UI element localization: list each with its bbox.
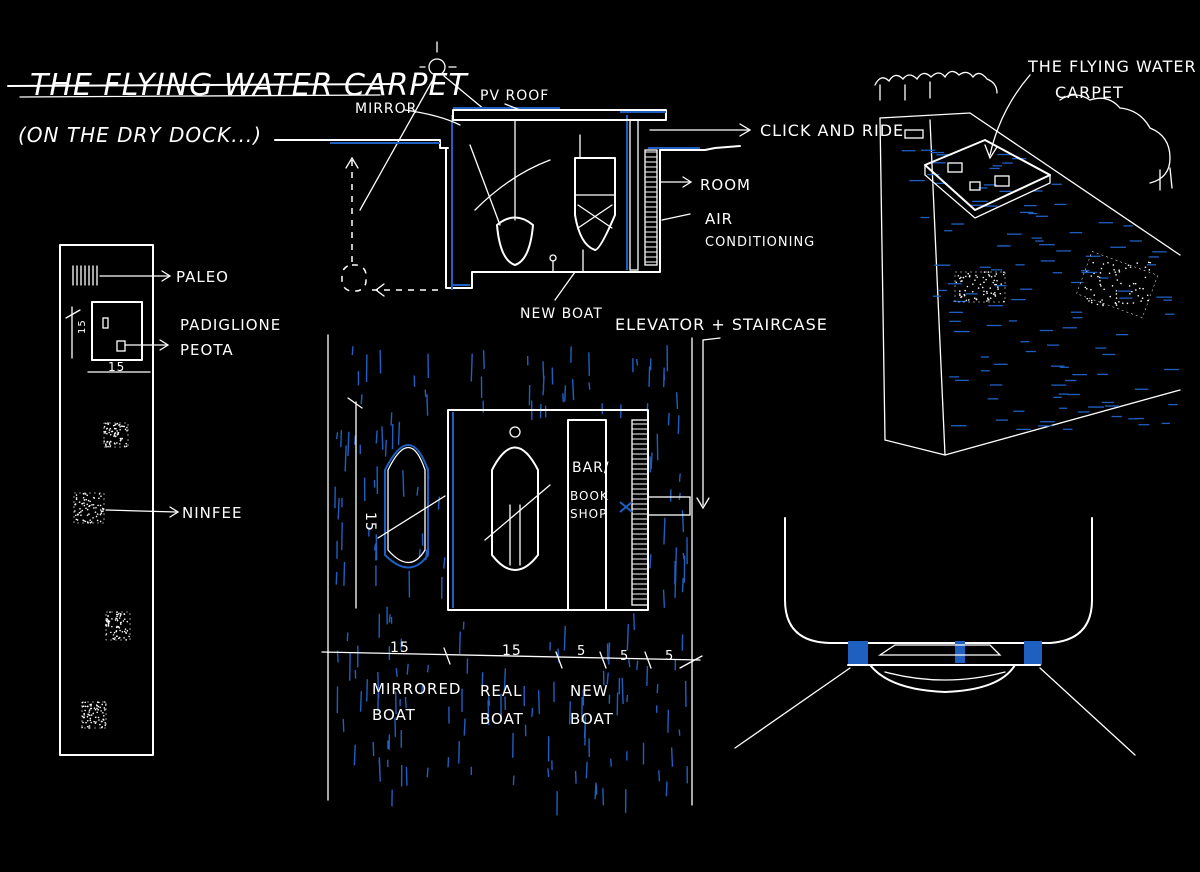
label-new-boat-plan: BOAT <box>570 710 614 728</box>
title-block: THE FLYING WATER CARPET (ON THE DRY DOCK… <box>7 68 468 147</box>
label-real: REAL <box>480 682 523 700</box>
site-strip-plan: PALEO PADIGLIONE PEOTA 15 15 NINFEE <box>59 244 1152 756</box>
section-drawing: PV ROOF MIRROR CLICK AND RIDE ROOM AIR C… <box>274 41 904 334</box>
label-new: NEW <box>570 682 609 700</box>
sun-icon <box>428 58 446 76</box>
perspective-water <box>901 149 1180 430</box>
plan-drawing: BAR/ BOOK SHOP 15 15 15 5 5 <box>321 334 721 816</box>
sketch-subtitle: (ON THE DRY DOCK...) <box>18 123 262 147</box>
label-padiglione: PADIGLIONE <box>180 316 281 334</box>
label-air: AIR <box>705 210 733 228</box>
label-elevator: ELEVATOR + STAIRCASE <box>615 315 828 334</box>
water-hatching <box>334 345 689 816</box>
label-peota: PEOTA <box>180 341 234 359</box>
dim-new-a: 5 <box>577 644 586 659</box>
persp-title-2: CARPET <box>1055 83 1124 102</box>
new-boat <box>574 157 616 251</box>
staircase <box>632 423 648 600</box>
label-new-boat: NEW BOAT <box>520 306 603 322</box>
dim-new-b: 5 <box>620 649 629 664</box>
platform <box>447 409 649 611</box>
perspective-view: THE FLYING WATER CARPET <box>874 57 1197 456</box>
bar-bookshop <box>567 419 607 611</box>
pv-roof <box>452 109 667 121</box>
label-mirror: MIRROR <box>355 101 417 117</box>
label-bar: BAR/ <box>572 460 610 476</box>
dim-real: 15 <box>502 643 522 659</box>
ninfee-pool <box>73 422 131 729</box>
persp-title-1: THE FLYING WATER <box>1027 57 1197 76</box>
dim-left: 15 <box>362 512 378 532</box>
real-boat <box>491 446 539 571</box>
dim-15: 15 <box>108 360 125 374</box>
paleo-block <box>72 265 98 286</box>
dim-side: 15 <box>77 319 88 334</box>
label-mirrored: MIRRORED <box>372 680 461 698</box>
label-mirrored-boat: BOAT <box>372 706 416 724</box>
label-paleo: PALEO <box>176 268 229 286</box>
stipple-texture <box>74 261 1152 729</box>
label-real-boat: BOAT <box>480 710 524 728</box>
basin-section <box>734 517 1136 756</box>
label-pv-roof: PV ROOF <box>480 88 549 104</box>
mirrored-boat <box>384 444 429 569</box>
elevator-shaft <box>645 151 657 263</box>
hanging-boat <box>496 216 534 266</box>
label-shop: SHOP <box>570 507 607 521</box>
label-air-conditioning: CONDITIONING <box>705 235 815 250</box>
floating-hull <box>869 664 1016 693</box>
padiglione-square <box>91 301 143 361</box>
dim-new-c: 5 <box>665 649 674 664</box>
dim-mirrored: 15 <box>390 640 410 656</box>
label-room: ROOM <box>700 176 751 194</box>
walkway <box>647 496 691 516</box>
label-click-and-ride: CLICK AND RIDE <box>760 121 904 140</box>
label-book: BOOK <box>570 489 609 503</box>
label-ninfee: NINFEE <box>182 504 242 522</box>
basin-outline <box>784 517 1093 644</box>
